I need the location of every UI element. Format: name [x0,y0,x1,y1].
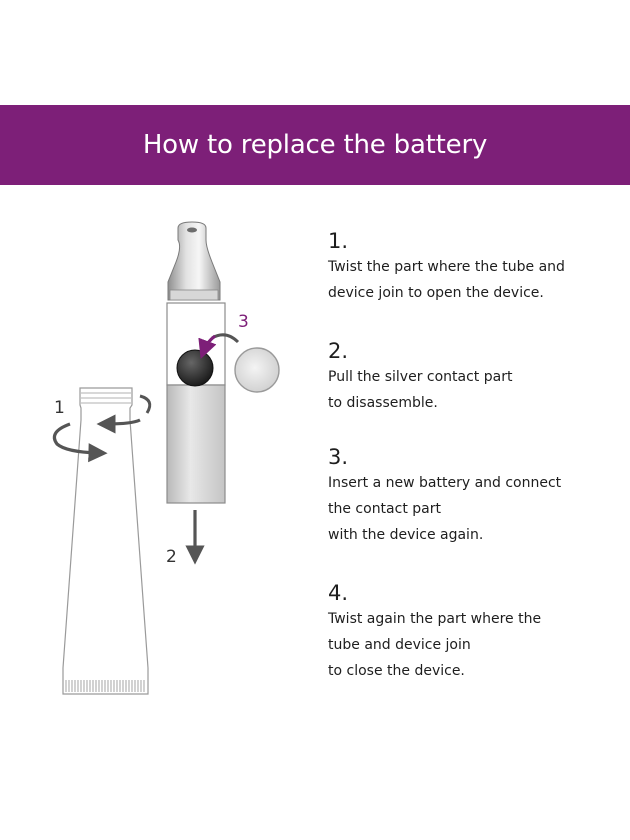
step-number: 2. [328,339,349,363]
twist-arrows-icon [52,394,152,463]
callout-3-label: 3 [238,312,249,332]
step-text-line: the contact part [328,501,441,517]
battery-replacement-illustration: 1 2 3 [52,221,280,695]
page-title: How to replace the battery [142,130,488,160]
step-text-line: to disassemble. [328,395,438,411]
cream-tube [62,387,149,695]
step-1: 1. Twist the part where the tube and dev… [328,228,618,306]
step-4: 4. Twist again the part where the tube a… [328,580,618,684]
step-2: 2. Pull the silver contact part to disas… [328,338,618,416]
callout-2-label: 2 [166,547,177,567]
curved-insert-arrow-icon [198,333,240,359]
step-text-line: with the device again. [328,527,484,543]
step-text-line: tube and device join [328,637,471,653]
tube-neck-thread [81,392,131,404]
step-text-line: to close the device. [328,663,465,679]
step-text-line: device join to open the device. [328,285,544,301]
title-banner: How to replace the battery [0,105,630,185]
callout-1-label: 1 [54,398,65,418]
step-text-line: Pull the silver contact part [328,369,513,385]
silver-contact-part [234,347,280,393]
step-text-line: Twist the part where the tube and [328,259,565,275]
step-text-line: Twist again the part where the [328,611,542,627]
step-text-line: Insert a new battery and connect [328,475,562,491]
tube-crimp [65,680,145,692]
step-number: 3. [328,445,349,469]
step-3: 3. Insert a new battery and connect the … [328,444,618,548]
battery-icon [176,349,214,387]
applicator-device [166,221,226,504]
step-number: 1. [328,229,349,253]
step-number: 4. [328,581,349,605]
